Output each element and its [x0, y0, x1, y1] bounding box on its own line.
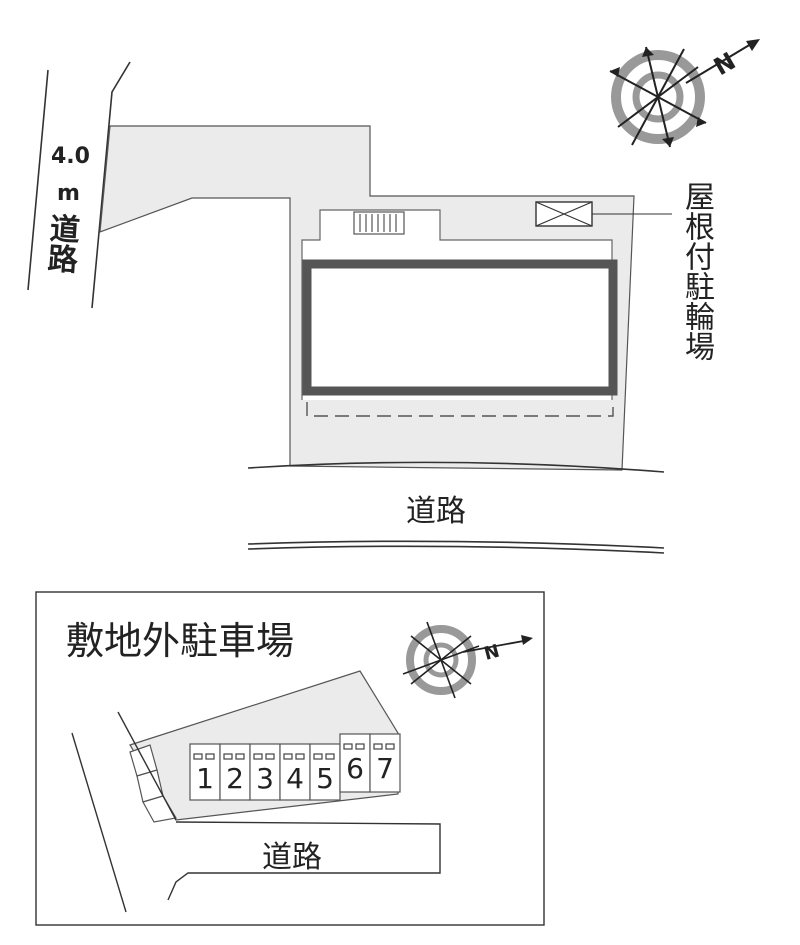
offsite-road-label: 道路 — [262, 840, 322, 875]
parking-space-5: 5 — [316, 762, 334, 795]
stall-markers — [193, 743, 395, 760]
side-road-name-label: 道路 — [40, 211, 81, 275]
parking-space-1: 1 — [196, 762, 214, 795]
north-letter-offsite: N — [482, 641, 502, 665]
side-road-width-label: 4.0 — [51, 144, 90, 169]
compass-icon — [609, 39, 760, 148]
offsite-parking-frame — [35, 591, 545, 926]
stairs — [353, 211, 405, 235]
side-road-unit-label: m — [57, 181, 80, 206]
offsite-title: 敷地外駐車場 — [66, 619, 295, 663]
bike-parking-label: 屋根付駐輪場 — [679, 181, 714, 361]
parking-space-4: 4 — [286, 762, 304, 795]
compass-icon-offsite — [402, 621, 533, 699]
parking-space-6: 6 — [346, 752, 364, 785]
front-road-label: 道路 — [406, 494, 466, 529]
parking-space-2: 2 — [226, 762, 244, 795]
parking-space-7: 7 — [376, 752, 394, 785]
side-road — [27, 61, 131, 309]
balcony-dashed-line — [306, 402, 614, 417]
offsite-road — [71, 711, 441, 913]
front-road — [247, 461, 665, 554]
bike-parking-box — [535, 201, 672, 227]
parking-space-3: 3 — [256, 762, 274, 795]
building — [302, 259, 618, 396]
